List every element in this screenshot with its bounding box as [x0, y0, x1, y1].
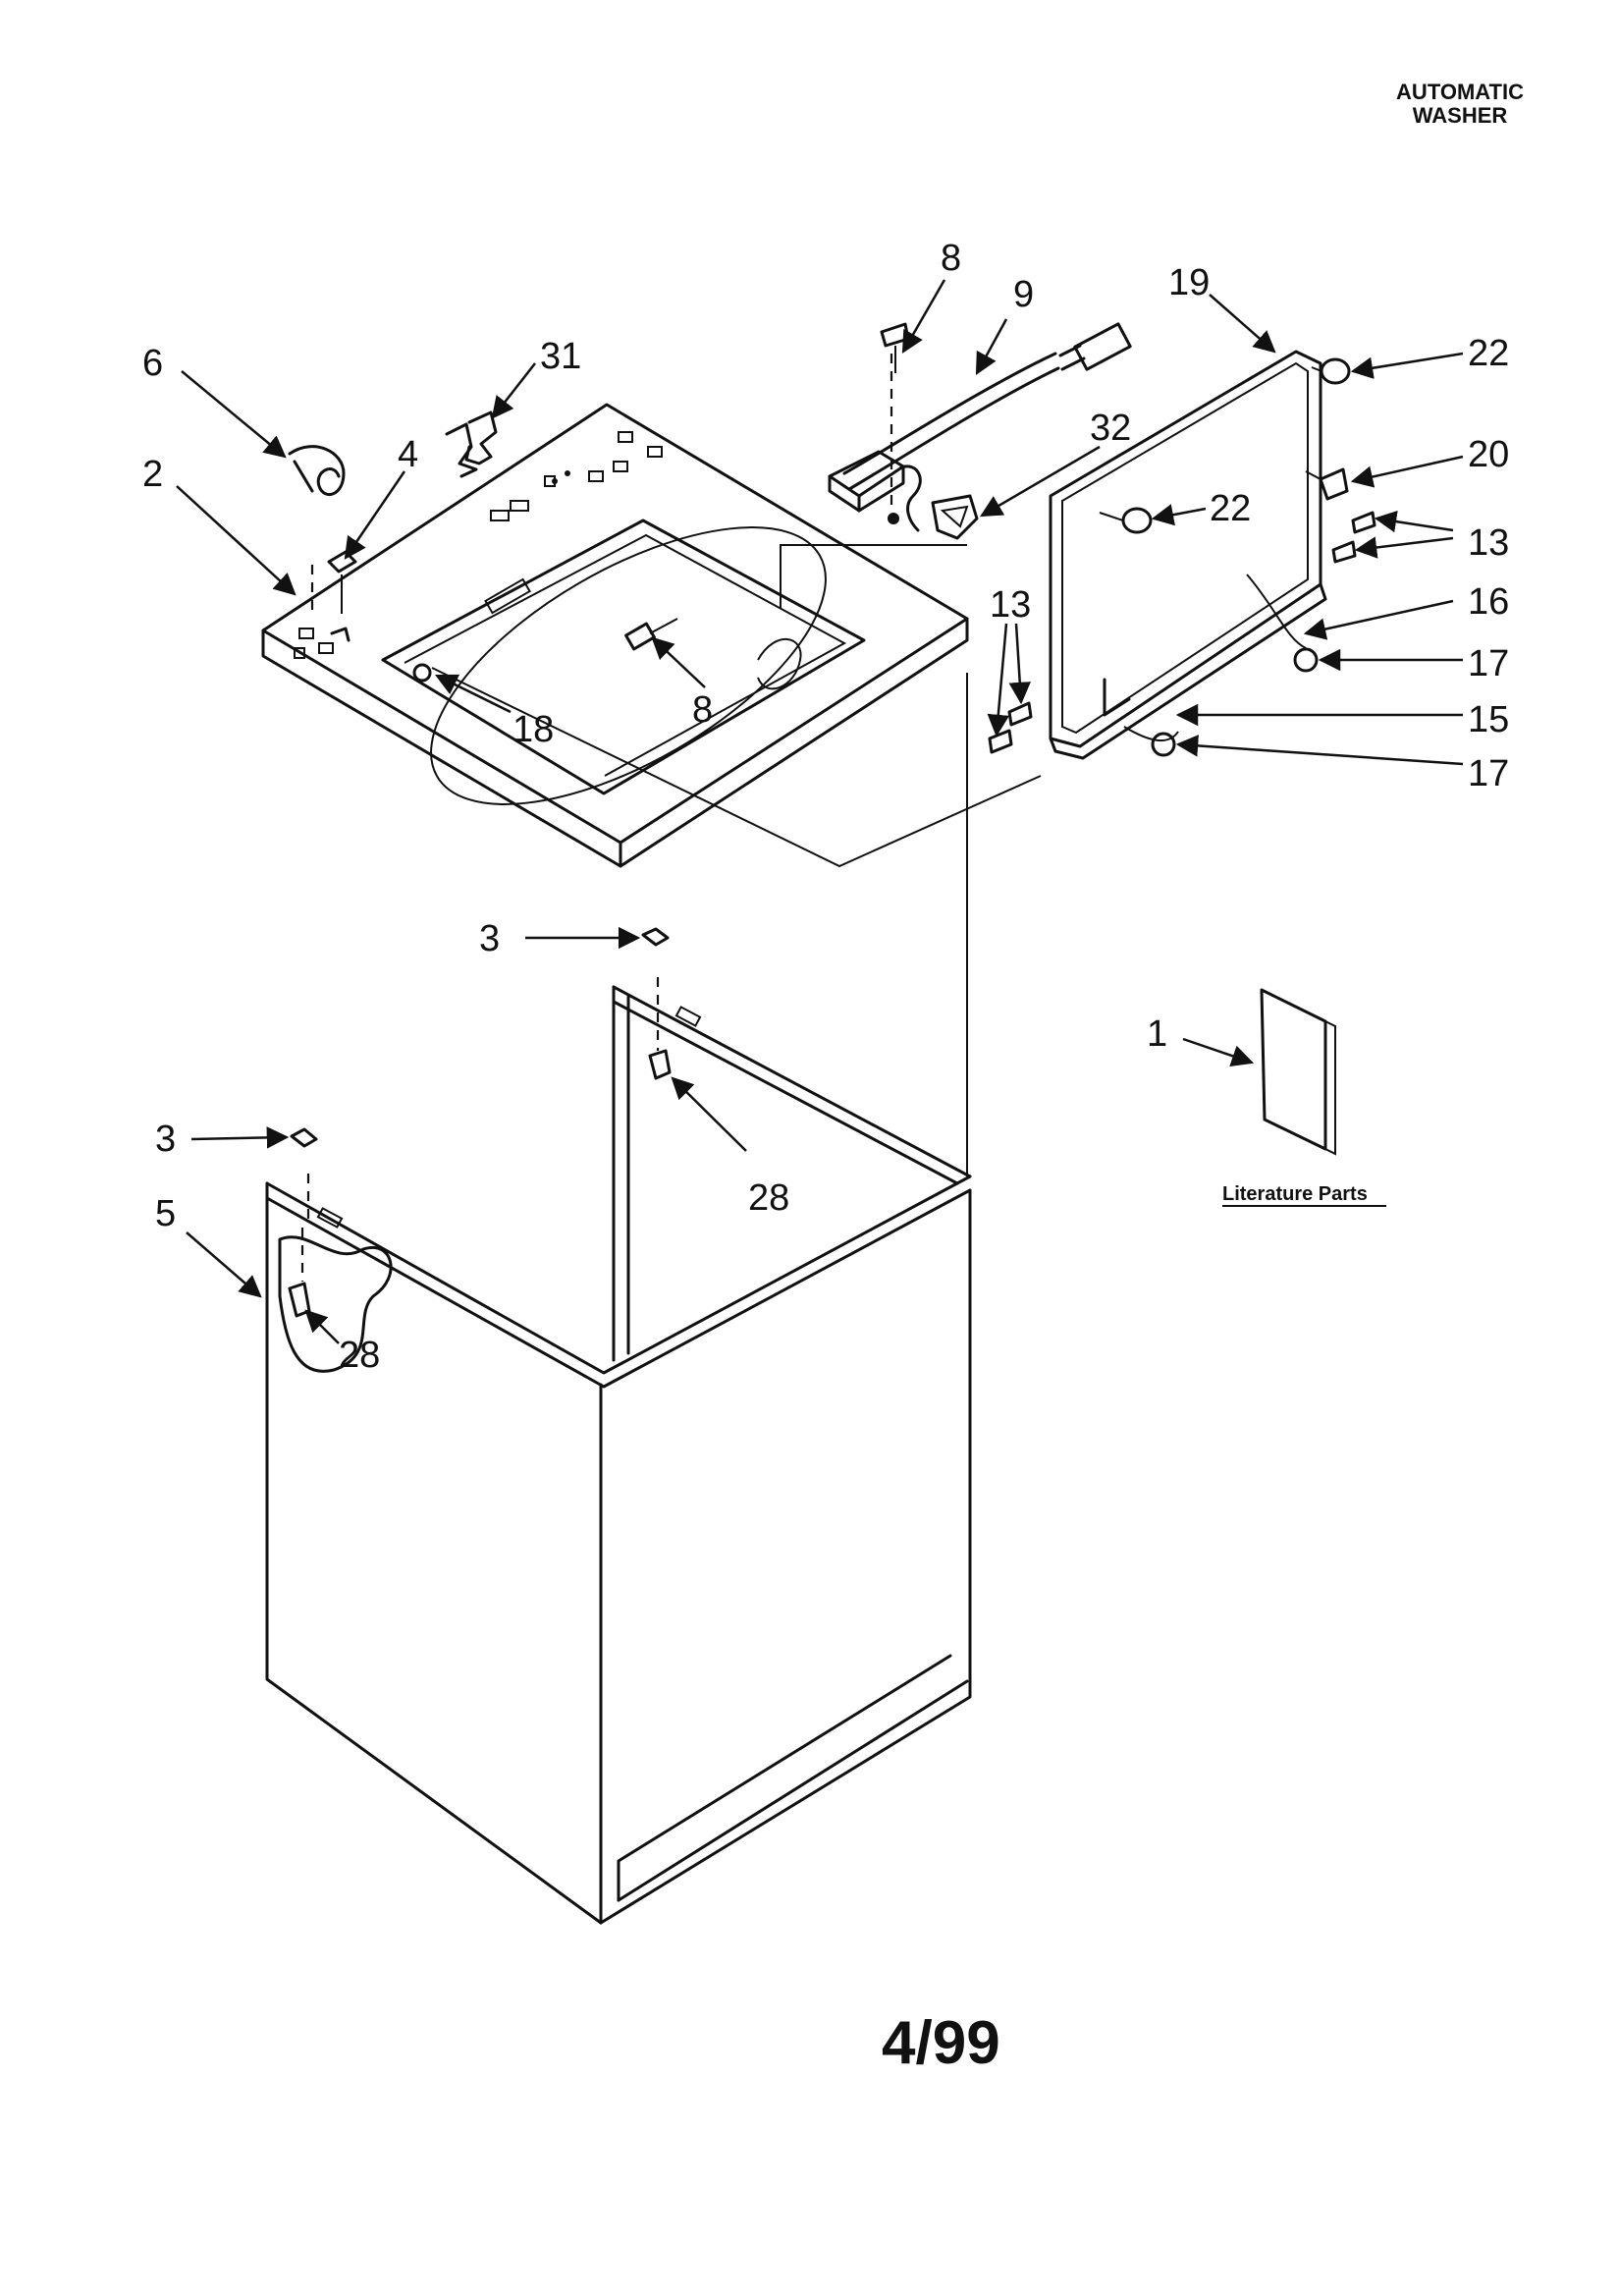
- callout-labels: 6 2 4 31 8 9 32 8 18 19 22 20 22 13 16 1…: [142, 238, 1509, 1376]
- part-3-clip-upper: [641, 927, 670, 947]
- callout-4: 4: [398, 434, 418, 475]
- callout-3-lower: 3: [155, 1119, 176, 1160]
- date-code: 4/99: [882, 2009, 1000, 2077]
- part-20-bracket: [1305, 467, 1349, 501]
- part-1-literature-booklet: [1222, 988, 1386, 1207]
- part-32-clip: [931, 494, 979, 540]
- callout-28-right: 28: [748, 1177, 789, 1219]
- callout-17-upper: 17: [1468, 643, 1509, 684]
- callout-18: 18: [512, 709, 554, 750]
- part-5-cabinet: [265, 977, 972, 1925]
- header-line-1: AUTOMATIC: [1396, 80, 1524, 104]
- harness-route-line-2: [431, 667, 1042, 868]
- header-line-2: WASHER: [1412, 103, 1508, 128]
- part-17-bulb-lower: [1151, 732, 1176, 757]
- callout-22-middle: 22: [1210, 488, 1251, 529]
- callout-5: 5: [155, 1193, 176, 1234]
- callout-22-upper: 22: [1468, 333, 1509, 374]
- callout-8-lower: 8: [692, 689, 713, 731]
- callout-19: 19: [1168, 262, 1210, 303]
- part-13-screw-left-b: [988, 729, 1013, 754]
- callout-32: 32: [1090, 408, 1131, 449]
- callout-31: 31: [540, 336, 581, 377]
- callout-9: 9: [1013, 274, 1034, 315]
- part-9-wire-harness: [828, 322, 1132, 532]
- part-22-knob-upper: [1311, 357, 1351, 385]
- top-panel: [261, 403, 969, 868]
- part-13-screw-right-a: [1351, 511, 1376, 534]
- part-17-bulb-upper: [1293, 647, 1319, 673]
- callout-8-upper: 8: [941, 238, 961, 279]
- part-19-console-frame: [1049, 350, 1327, 760]
- part-6-clip: [288, 445, 346, 497]
- part-22-knob-middle: [1099, 507, 1153, 534]
- part-13-screw-left-a: [1007, 701, 1033, 727]
- part-4-hinge: [310, 550, 357, 642]
- callout-6: 6: [142, 343, 163, 384]
- callout-17-lower: 17: [1468, 753, 1509, 794]
- callout-16: 16: [1468, 581, 1509, 623]
- callout-20: 20: [1468, 434, 1509, 475]
- literature-parts-label: Literature Parts: [1222, 1183, 1368, 1205]
- callout-13-right: 13: [1468, 522, 1509, 564]
- leader-arrows: [176, 279, 1464, 1344]
- part-13-screw-right-b: [1331, 540, 1357, 564]
- harness-route-line: [780, 544, 967, 609]
- part-3-clip-lower: [290, 1127, 318, 1148]
- callout-2: 2: [142, 454, 163, 495]
- callout-13-left: 13: [990, 584, 1031, 626]
- diagram-header: AUTOMATIC WASHER: [1396, 81, 1524, 128]
- callout-28-left: 28: [339, 1335, 380, 1376]
- callout-1: 1: [1147, 1013, 1167, 1055]
- bolt-8-lower: [624, 618, 678, 651]
- callout-15: 15: [1468, 699, 1509, 740]
- callout-3-upper: 3: [479, 918, 500, 959]
